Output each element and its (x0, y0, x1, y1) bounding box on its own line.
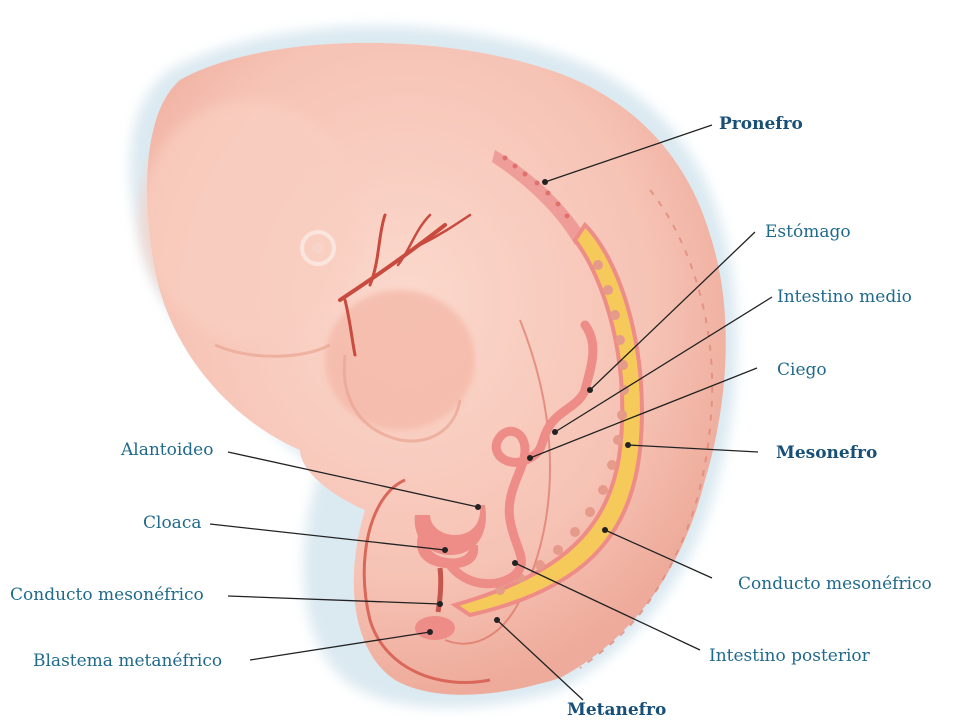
label-metanefro: Metanefro (567, 700, 666, 720)
label-cloaca: Cloaca (143, 513, 201, 533)
label-alantoideo: Alantoideo (121, 440, 213, 460)
label-mesonefro: Mesonefro (776, 443, 877, 463)
label-ciego: Ciego (777, 360, 827, 380)
label-intestino-medio: Intestino medio (777, 287, 912, 307)
label-conducto-mesonefrico-right: Conducto mesonéfrico (738, 574, 932, 594)
label-intestino-posterior: Intestino posterior (709, 646, 870, 666)
forebrain-bulge (140, 100, 360, 340)
metanephric-blastema (415, 616, 455, 640)
label-conducto-mesonefrico-left: Conducto mesonéfrico (10, 585, 204, 605)
eye-center (312, 242, 324, 254)
label-estomago: Estómago (765, 222, 851, 242)
label-pronefro: Pronefro (719, 114, 803, 134)
label-blastema-metanefrico: Blastema metanéfrico (33, 651, 222, 671)
